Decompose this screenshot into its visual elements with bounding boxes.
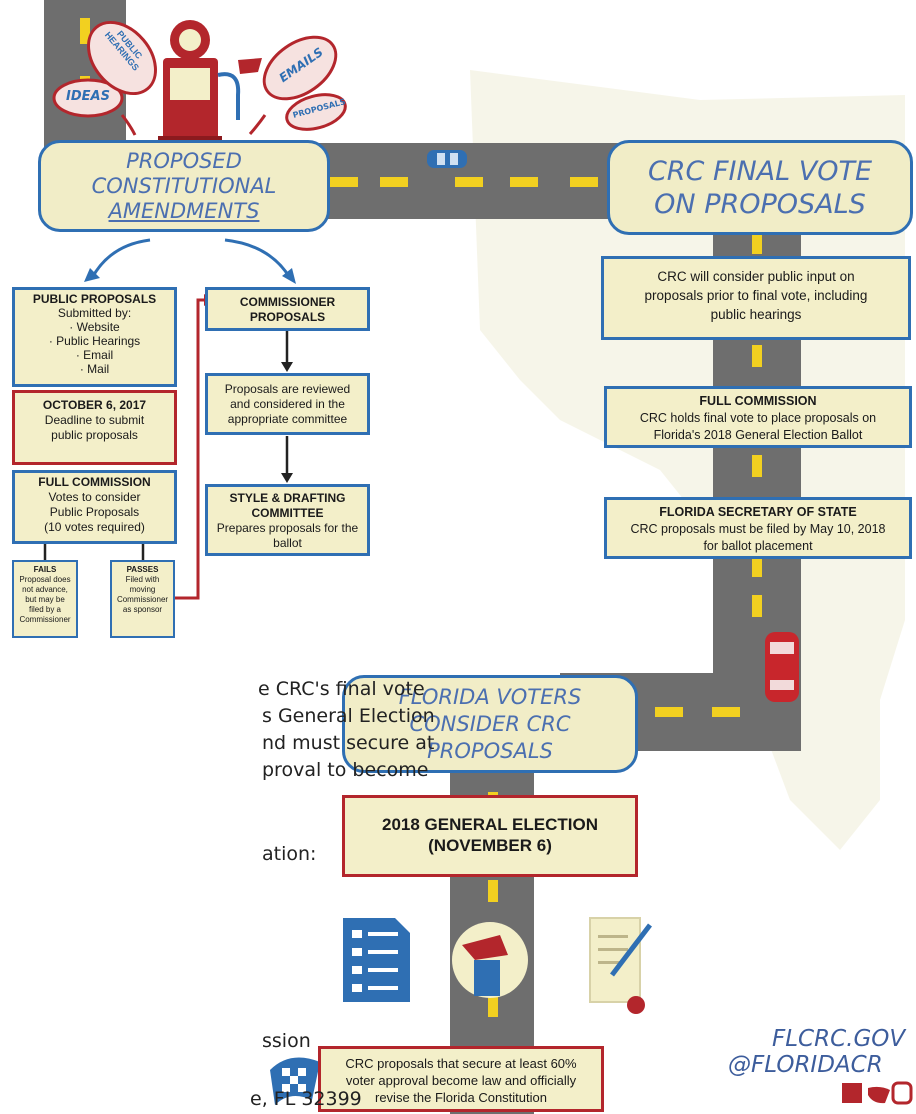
- florida-voters-box: FLORIDA VOTERS CONSIDER CRC PROPOSALS: [342, 675, 638, 773]
- public-input-box: CRC will consider public input on propos…: [601, 256, 911, 340]
- fails-title: FAILS: [33, 565, 57, 574]
- commissioner-line-2: PROPOSALS: [249, 310, 326, 324]
- voters-line-1: FLORIDA VOTERS: [398, 684, 582, 709]
- final-vote-line-2: ON PROPOSALS: [654, 188, 866, 220]
- passes-line-2: moving: [129, 585, 156, 594]
- election-line-1: 2018 GENERAL ELECTION: [381, 815, 599, 834]
- full-commission-left-title: FULL COMMISSION: [38, 475, 151, 489]
- passes-box: PASSES Filed with moving Commissioner as…: [110, 560, 175, 638]
- secretary-line-1: CRC proposals must be filed by May 10, 2…: [630, 522, 886, 536]
- final-outcome-box: CRC proposals that secure at least 60% v…: [318, 1046, 604, 1112]
- passes-line-4: as sponsor: [122, 605, 163, 614]
- passes-to-commissioner-connector: [175, 298, 206, 600]
- style-line-2: COMMITTEE: [251, 506, 324, 520]
- method-email: · Email: [75, 348, 114, 362]
- commissioner-proposals-box: COMMISSIONER PROPOSALS: [205, 287, 370, 331]
- ballot-box-icon: [452, 922, 528, 998]
- body-text-line-6: ssion: [262, 1030, 311, 1052]
- secretary-title: FLORIDA SECRETARY OF STATE: [659, 505, 857, 519]
- red-car-icon: [765, 632, 799, 702]
- facebook-icon: [842, 1083, 862, 1103]
- public-proposals-title: PUBLIC PROPOSALS: [32, 292, 157, 306]
- deadline-box: OCTOBER 6, 2017 Deadline to submit publi…: [12, 390, 177, 465]
- final-vote-line-1: CRC FINAL VOTE: [647, 155, 873, 187]
- passes-line-3: Commissioner: [116, 595, 169, 604]
- voters-line-3: PROPOSALS: [427, 738, 553, 763]
- full-commission-right-title: FULL COMMISSION: [699, 394, 817, 408]
- final-line-1: CRC proposals that secure at least 60%: [345, 1056, 577, 1071]
- method-mail: · Mail: [79, 362, 110, 376]
- fcl-line-3: (10 votes required): [44, 520, 145, 534]
- public-input-line-2: proposals prior to final vote, including: [644, 288, 868, 303]
- gas-pump-icon: [158, 20, 262, 146]
- body-text-line-3: nd must secure at: [262, 732, 435, 754]
- proposed-amendments-box: PROPOSED CONSTITUTIONAL AMENDMENTS: [38, 140, 330, 232]
- website-link[interactable]: FLCRC.GOV: [772, 1026, 906, 1052]
- crc-final-vote-box: CRC FINAL VOTE ON PROPOSALS: [607, 140, 913, 235]
- general-election-box: 2018 GENERAL ELECTION (NOVEMBER 6): [342, 795, 638, 877]
- deadline-line-2: public proposals: [51, 428, 138, 442]
- ideas-bubble-label: IDEAS: [66, 89, 110, 104]
- public-input-line-3: public hearings: [710, 307, 802, 322]
- style-drafting-box: STYLE & DRAFTING COMMITTEE Prepares prop…: [205, 484, 370, 556]
- checklist-icon: [343, 918, 410, 1002]
- final-line-3: revise the Florida Constitution: [375, 1090, 547, 1105]
- public-proposals-box: PUBLIC PROPOSALS Submitted by: · Website…: [12, 287, 177, 387]
- secretary-of-state-box: FLORIDA SECRETARY OF STATE CRC proposals…: [604, 497, 912, 559]
- fails-line-5: Commissioner: [19, 615, 71, 624]
- ideas-bubble-icon: [52, 78, 124, 118]
- proposed-line-1: PROPOSED: [126, 148, 242, 173]
- passes-title: PASSES: [126, 565, 159, 574]
- final-line-2: voter approval become law and officially: [345, 1073, 577, 1088]
- full-commission-left-box: FULL COMMISSION Votes to consider Public…: [12, 470, 177, 544]
- deadline-title: OCTOBER 6, 2017: [42, 398, 147, 412]
- body-text-line-2: s General Election: [262, 705, 435, 727]
- style-line-1: STYLE & DRAFTING: [229, 491, 346, 505]
- fcl-line-1: Votes to consider: [48, 490, 141, 504]
- fcl-line-2: Public Proposals: [49, 505, 140, 519]
- instagram-icon: [891, 1081, 913, 1105]
- proposed-line-3: AMENDMENTS: [108, 198, 260, 223]
- body-text-line-5: ation:: [262, 843, 317, 865]
- twitter-handle-link[interactable]: @FLORIDACR: [728, 1052, 883, 1078]
- twitter-icon: [868, 1086, 890, 1104]
- proposals-bubble-icon: [285, 93, 347, 131]
- style-line-3: Prepares proposals for the: [216, 521, 359, 535]
- submitted-by: Submitted by:: [57, 306, 132, 320]
- public-hearings-bubble-icon: [87, 20, 157, 96]
- body-text-line-7: e, FL 32399: [250, 1088, 362, 1110]
- secretary-line-2: for ballot placement: [703, 539, 813, 553]
- body-text-line-1: e CRC's final vote: [258, 678, 425, 700]
- style-line-4: ballot: [273, 536, 302, 550]
- passes-line-1: Filed with: [125, 575, 160, 584]
- fails-line-3: but may be: [25, 595, 65, 604]
- fails-line-2: not advance,: [22, 585, 68, 594]
- checkered-flag-icon: [270, 1057, 320, 1105]
- emails-bubble-icon: [262, 35, 338, 101]
- arrow-to-public-proposals: [90, 238, 151, 279]
- fcr-line-2: Florida's 2018 General Election Ballot: [653, 428, 863, 442]
- fails-line-1: Proposal does: [19, 575, 71, 584]
- deadline-line-1: Deadline to submit: [44, 413, 145, 427]
- fcr-line-1: CRC holds final vote to place proposals …: [639, 411, 877, 425]
- certificate-pen-icon: [589, 917, 652, 1014]
- election-line-2: (NOVEMBER 6): [428, 836, 552, 855]
- reviewed-box: Proposals are reviewed and considered in…: [205, 373, 370, 435]
- method-website: · Website: [69, 320, 120, 334]
- proposed-line-2: CONSTITUTIONAL: [91, 173, 277, 198]
- reviewed-line-1: Proposals are reviewed: [224, 382, 351, 396]
- public-input-line-1: CRC will consider public input on: [657, 269, 855, 284]
- method-hearings: · Public Hearings: [48, 334, 141, 348]
- blue-car-icon: [427, 150, 467, 168]
- body-text-line-4: proval to become: [262, 759, 429, 781]
- voters-line-2: CONSIDER CRC: [409, 711, 571, 736]
- reviewed-line-2: and considered in the: [230, 397, 345, 411]
- fails-line-4: filed by a: [28, 605, 62, 614]
- full-commission-right-box: FULL COMMISSION CRC holds final vote to …: [604, 386, 912, 448]
- arrow-to-commissioner-proposals: [224, 238, 292, 279]
- commissioner-line-1: COMMISSIONER: [239, 295, 336, 309]
- reviewed-line-3: appropriate committee: [227, 412, 348, 426]
- fails-box: FAILS Proposal does not advance, but may…: [12, 560, 78, 638]
